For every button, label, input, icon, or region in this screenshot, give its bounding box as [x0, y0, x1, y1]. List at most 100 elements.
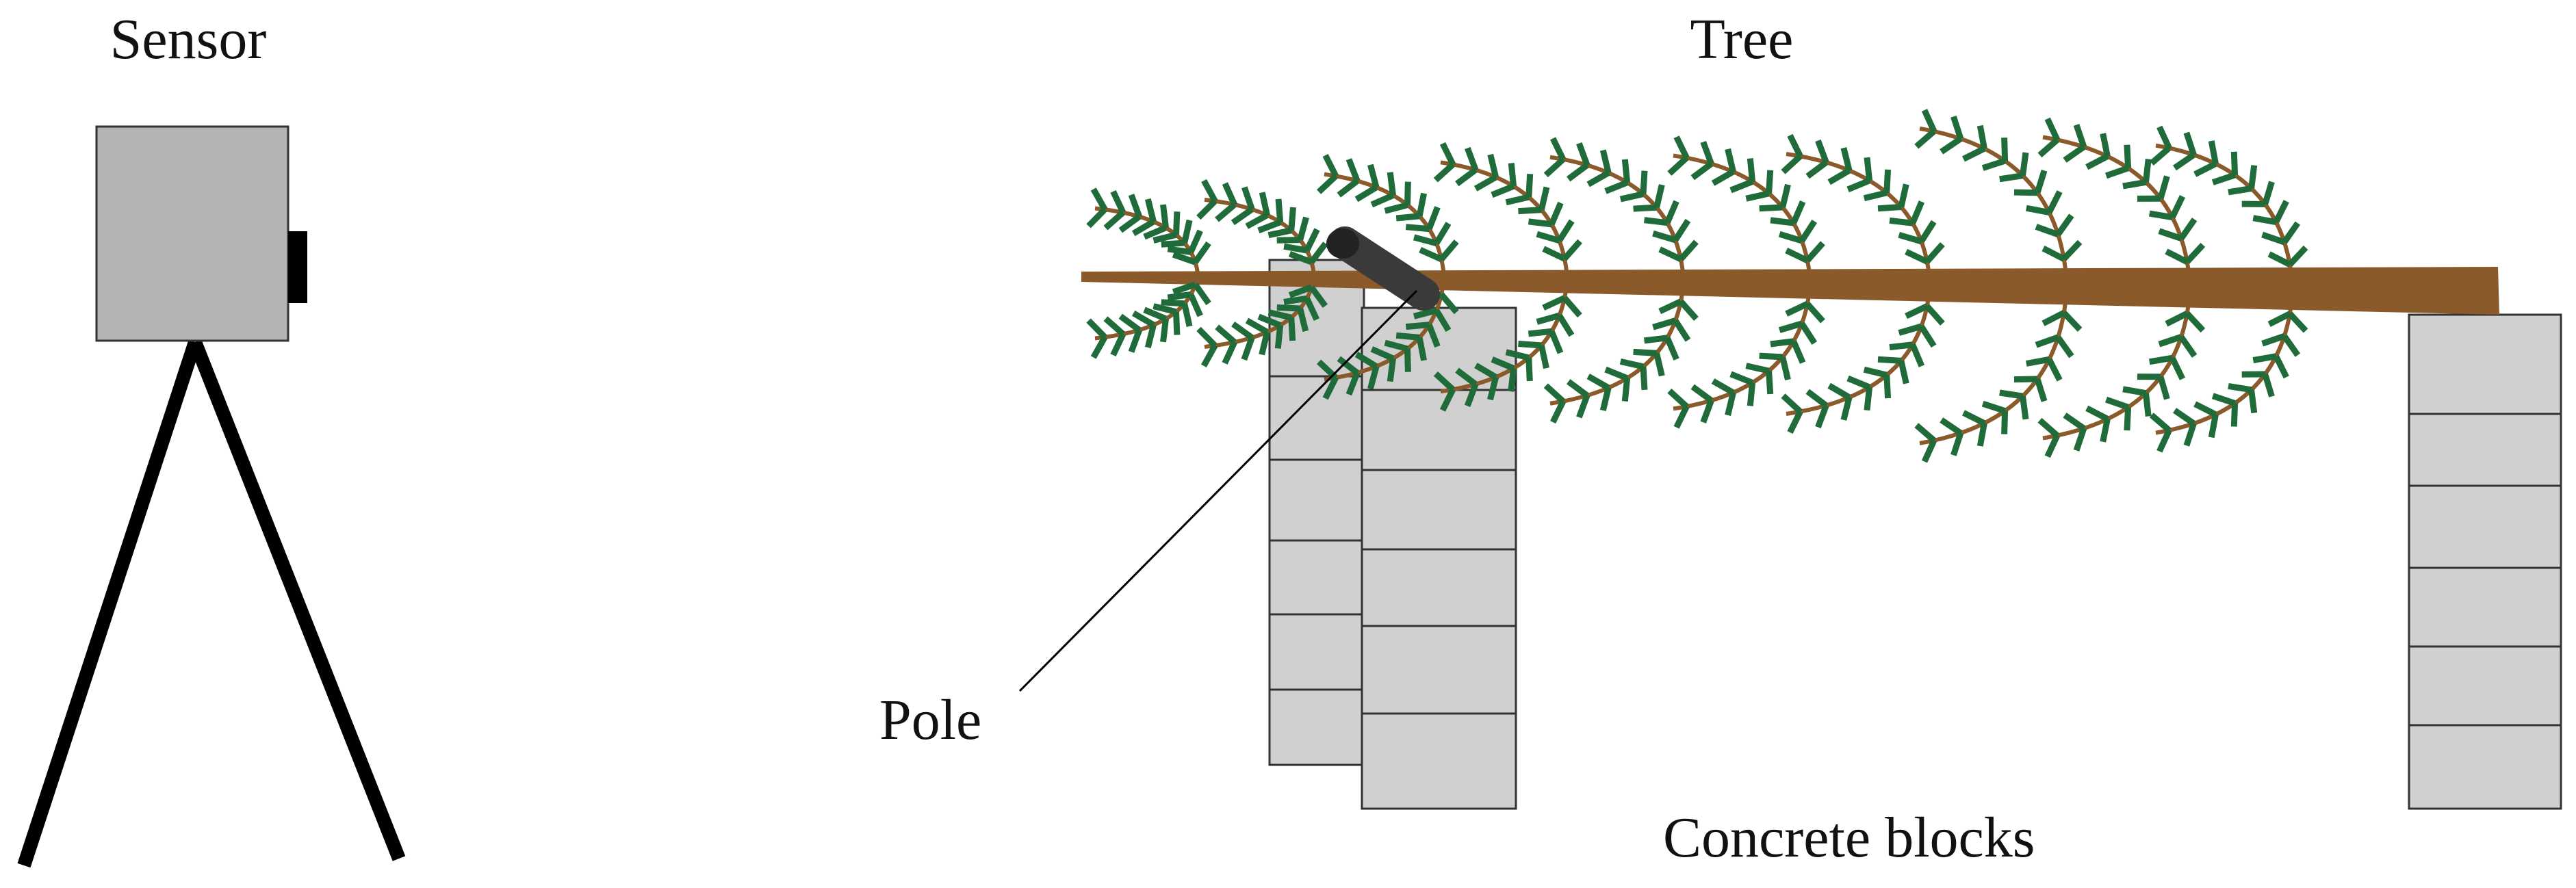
needle	[2158, 228, 2182, 241]
needle	[2165, 311, 2189, 327]
needle	[1690, 384, 1714, 404]
needle	[1505, 194, 1530, 206]
needle	[1940, 417, 1963, 436]
needle	[1976, 125, 1987, 150]
needle	[2183, 422, 2197, 447]
needle	[2042, 310, 2065, 326]
needle	[1413, 307, 1438, 319]
needle	[1877, 356, 1902, 364]
needle	[1556, 313, 1575, 337]
needle	[1536, 231, 1560, 244]
needle	[1215, 202, 1237, 222]
needle	[1536, 312, 1560, 325]
needle	[1215, 324, 1237, 345]
needle	[1759, 204, 1783, 212]
needle	[1143, 224, 1168, 240]
tripod-icon	[17, 339, 406, 868]
needle	[2156, 429, 2172, 453]
pole-label: Pole	[879, 688, 981, 752]
needle	[1846, 375, 1871, 391]
needle	[1434, 222, 1452, 246]
needle	[1288, 207, 1296, 231]
needle	[2124, 144, 2132, 168]
needle	[1653, 184, 1665, 209]
needle	[2020, 152, 2029, 177]
needle	[1805, 389, 1829, 408]
branch	[1673, 153, 1812, 283]
needle	[1259, 331, 1270, 356]
needle	[1700, 399, 1714, 423]
needle	[1883, 374, 1892, 399]
needle	[1288, 250, 1313, 265]
needle	[1419, 246, 1443, 263]
tree-icon	[1081, 109, 2499, 463]
needle	[1918, 220, 1937, 244]
needle	[1491, 356, 1515, 371]
needle	[2211, 172, 2237, 185]
needle	[1439, 239, 1459, 261]
needle	[1898, 360, 1909, 384]
needle	[1621, 378, 1631, 402]
needle	[1267, 309, 1292, 321]
needle	[1525, 173, 1534, 198]
needle	[1905, 248, 1929, 265]
needle	[2044, 117, 2061, 142]
needle	[2172, 408, 2196, 426]
needle	[1877, 204, 1902, 212]
needle	[2185, 311, 2206, 333]
branch	[2155, 289, 2295, 435]
needle	[1643, 217, 1668, 226]
needle	[1790, 340, 1806, 364]
needle	[1766, 370, 1774, 395]
needle	[2042, 245, 2065, 262]
tree-trunk	[1081, 267, 2499, 315]
needle	[1543, 157, 1566, 178]
needle	[1781, 153, 1803, 174]
needle	[2252, 353, 2277, 364]
needle	[1370, 192, 1395, 208]
needle	[1815, 139, 1829, 164]
needle	[1161, 299, 1185, 307]
needle	[1633, 204, 1657, 212]
needle	[1785, 248, 1809, 263]
needle	[1781, 393, 1803, 414]
needle	[1405, 224, 1430, 233]
needle	[1538, 186, 1550, 211]
needle	[1799, 219, 1818, 243]
needle	[2020, 395, 2029, 420]
needle	[1667, 388, 1689, 409]
needle	[2143, 159, 2152, 183]
needle	[1222, 182, 1238, 206]
needle	[2211, 393, 2237, 406]
needle	[1549, 330, 1564, 354]
needle	[1160, 318, 1169, 343]
needle	[2013, 376, 2038, 383]
needle	[1309, 285, 1328, 308]
branch	[1549, 155, 1686, 280]
needle	[1187, 229, 1203, 254]
needle	[2149, 413, 2172, 433]
needle	[2228, 185, 2252, 196]
needle	[1491, 183, 1515, 198]
needle	[1416, 192, 1428, 217]
needle	[1090, 187, 1108, 211]
needle	[1086, 207, 1107, 228]
needle	[1542, 246, 1567, 262]
needle	[1304, 228, 1320, 252]
needle	[1840, 147, 1853, 172]
needle	[1518, 341, 1542, 349]
needle	[1337, 356, 1359, 376]
needle	[1779, 183, 1791, 209]
needle	[1434, 309, 1452, 332]
needle	[1257, 219, 1282, 234]
needle	[1766, 170, 1774, 194]
needle	[1658, 298, 1682, 315]
needle	[1549, 201, 1564, 226]
needle	[1128, 194, 1142, 218]
needle	[1653, 352, 1665, 377]
needle	[1367, 365, 1380, 390]
needle	[2046, 358, 2063, 382]
needle	[2148, 210, 2173, 221]
needle	[2169, 195, 2186, 219]
